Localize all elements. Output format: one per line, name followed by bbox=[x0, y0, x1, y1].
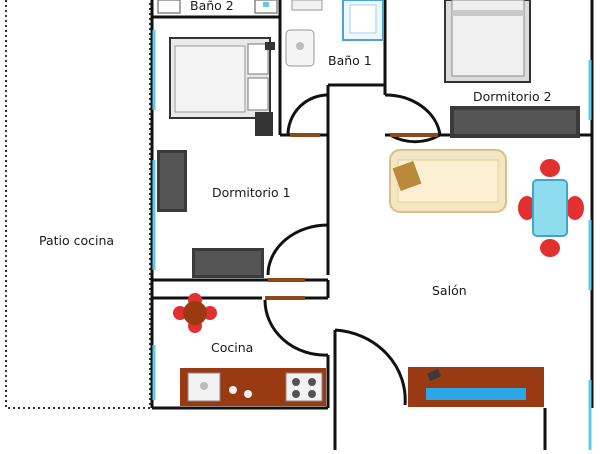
dormitorio2-furniture bbox=[444, 0, 580, 138]
room-label-dormitorio1: Dormitorio 1 bbox=[212, 185, 291, 200]
salon-tv-unit bbox=[408, 367, 544, 407]
room-label-dormitorio2: Dormitorio 2 bbox=[473, 89, 552, 104]
room-label-salon: Salón bbox=[432, 283, 467, 298]
room-label-patio: Patio cocina bbox=[39, 233, 115, 248]
room-label-bano2: Baño 2 bbox=[190, 0, 234, 13]
dormitorio1-furniture bbox=[157, 150, 264, 278]
cocina-table bbox=[173, 293, 217, 333]
salon-sofa bbox=[389, 149, 507, 213]
windows bbox=[152, 30, 592, 450]
cocina-counter bbox=[180, 368, 326, 406]
door-swings bbox=[263, 93, 442, 406]
room-label-bano1: Baño 1 bbox=[328, 53, 372, 68]
patio-boundary bbox=[5, 0, 151, 409]
salon-dining-table bbox=[518, 159, 584, 257]
dormitorio1-bed bbox=[169, 37, 275, 136]
bano1-fixtures bbox=[285, 0, 384, 67]
door-thresholds bbox=[265, 133, 438, 300]
room-label-cocina: Cocina bbox=[211, 340, 254, 355]
bano2-fixtures bbox=[157, 0, 278, 14]
